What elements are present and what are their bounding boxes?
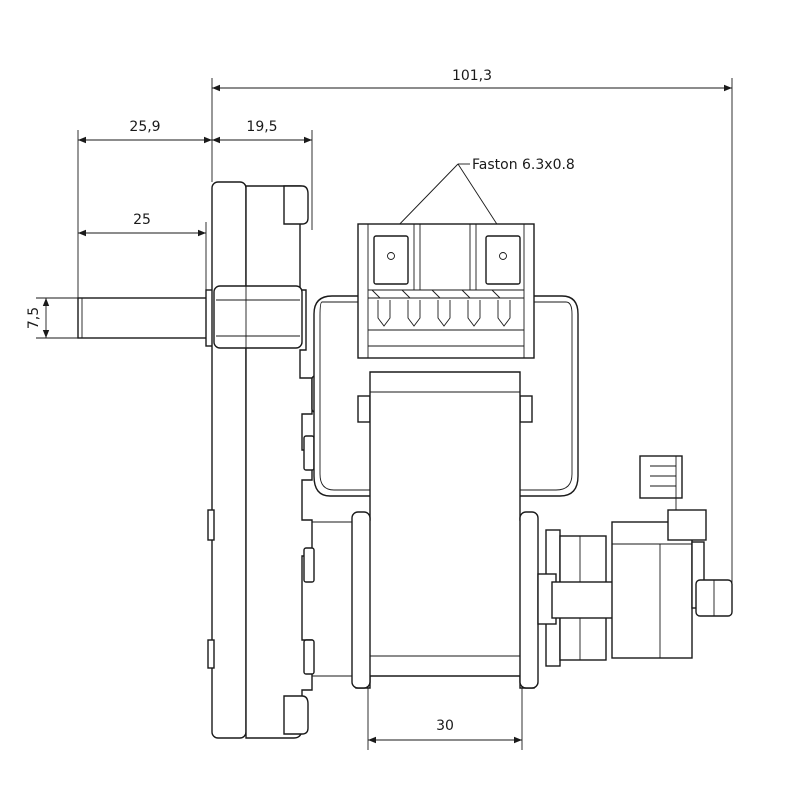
coil xyxy=(312,371,539,689)
dim-shaft-to-flange-label: 25,9 xyxy=(129,119,160,135)
dim-overall-length-label: 101,3 xyxy=(452,68,492,84)
faston-tab-left xyxy=(373,235,409,285)
dim-coil-width-label: 30 xyxy=(436,718,454,734)
dim-shaft-length-label: 25 xyxy=(133,212,151,228)
gearbox-housing xyxy=(207,181,329,739)
dim-shaft-diameter-label: 7,5 xyxy=(26,307,42,329)
terminal-block xyxy=(357,223,535,359)
dim-shaft-diameter: 7,5 xyxy=(26,298,50,338)
dim-coil-width: 30 xyxy=(368,718,522,744)
faston-callout: Faston 6.3x0.8 xyxy=(391,157,575,233)
rear-assembly xyxy=(537,455,733,667)
dim-shaft-to-flange: 25,9 xyxy=(78,119,212,144)
dim-shaft-length: 25 xyxy=(78,212,206,237)
faston-tab-right xyxy=(485,235,521,285)
dim-gearbox-depth: 19,5 xyxy=(212,119,312,144)
output-shaft xyxy=(77,289,217,347)
dim-gearbox-depth-label: 19,5 xyxy=(246,119,277,135)
faston-callout-label: Faston 6.3x0.8 xyxy=(472,157,575,173)
dim-overall-length: 101,3 xyxy=(212,68,732,92)
